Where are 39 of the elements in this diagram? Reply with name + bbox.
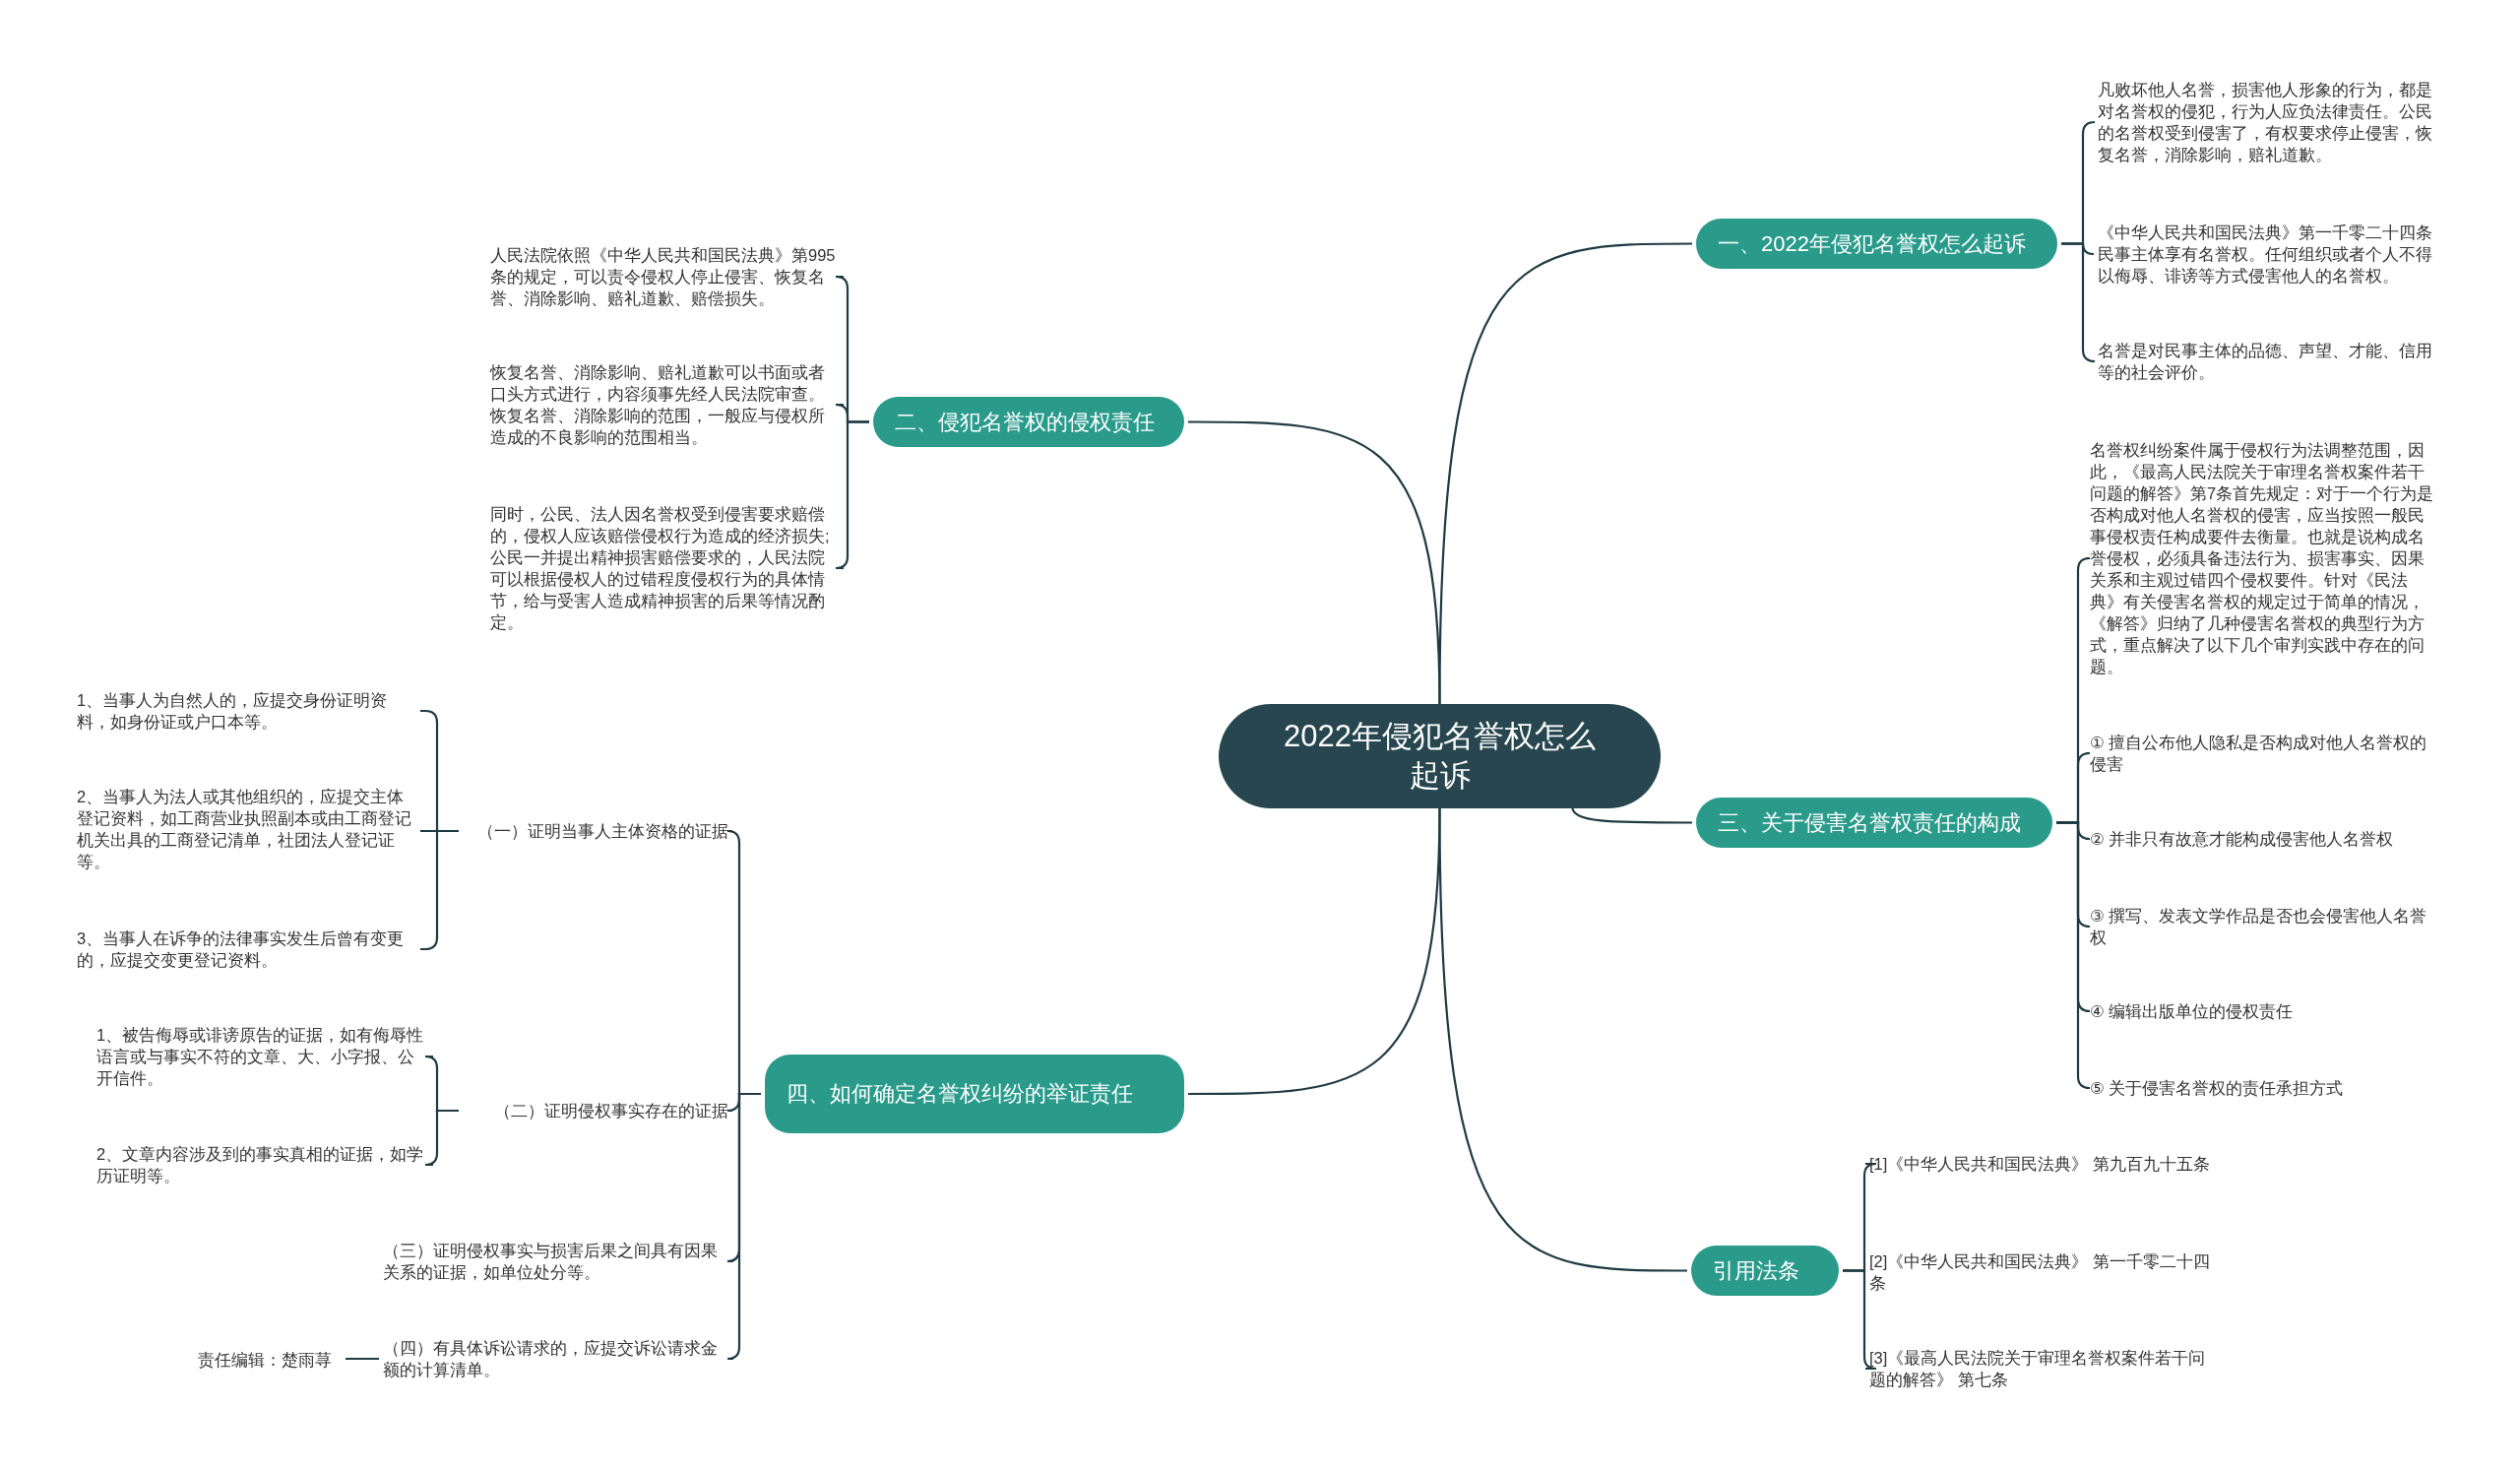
note-text: （四）有具体诉讼请求的，应提交诉讼请求金额的计算清单。: [383, 1337, 729, 1380]
note-text: （三）证明侵权事实与损害后果之间具有因果关系的证据，如单位处分等。: [383, 1240, 729, 1283]
branch-topic: 二、侵犯名誉权的侵权责任: [873, 397, 1184, 447]
note-text: ⑤ 关于侵害名誉权的责任承担方式: [2090, 1077, 2439, 1099]
connector-line: [1188, 420, 1441, 705]
connector-line: [2056, 821, 2092, 1090]
note-text: 1、当事人为自然人的，应提交身份证明资料，如身份证或户口本等。: [77, 689, 416, 733]
connector-line: [346, 1357, 379, 1361]
note-text: ② 并非只有故意才能构成侵害他人名誉权: [2090, 828, 2439, 850]
note-text: 凡败坏他人名誉，损害他人形象的行为，都是对名誉权的侵犯，行为人应负法律责任。公民的名誉权受到侵害了，有权要求停止侵害，恢复名誉，消除影响，赔礼道歉。: [2098, 79, 2447, 165]
note-text: ① 擅自公布他人隐私是否构成对他人名誉权的侵害: [2090, 732, 2439, 775]
note-text: 1、被告侮辱或诽谤原告的证据，如有侮辱性语言或与事实不符的文章、大、小字报、公开信件。: [96, 1024, 429, 1089]
note-text: 同时，公民、法人因名誉权受到侵害要求赔偿的，侵权人应该赔偿侵权行为造成的经济损失;公民一并提出精神损害赔偿要求的，人民法院可以根据侵权人的过错程度侵权行为的具体情节，给与受害人造成精神损害的后果等情况酌定。: [490, 503, 840, 633]
connector-line: [2061, 242, 2097, 363]
note-text: 名誉是对民事主体的品德、声望、才能、信用等的社会评价。: [2098, 340, 2447, 383]
connector-line: [423, 1109, 459, 1167]
connector-line: [725, 1092, 761, 1361]
note-text: 《中华人民共和国民法典》第一千零二十四条民事主体享有名誉权。任何组织或者个人不得以侮辱、诽谤等方式侵害他人的名誉权。: [2098, 222, 2447, 287]
branch-topic: 一、2022年侵犯名誉权怎么起诉: [1696, 219, 2057, 269]
connector-line: [1438, 808, 1687, 1272]
note-text: [1]《中华人民共和国民法典》 第九百九十五条: [1869, 1153, 2219, 1175]
note-text: [3]《最高人民法院关于审理名誉权案件若干问题的解答》 第七条: [1869, 1347, 2219, 1390]
note-text: 责任编辑：楚雨荨: [198, 1349, 342, 1371]
branch-topic: 三、关于侵害名誉权责任的构成: [1696, 798, 2052, 848]
branch-topic: 四、如何确定名誉权纠纷的举证责任: [765, 1055, 1184, 1133]
note-text: 2、当事人为法人或其他组织的，应提交主体登记资料，如工商营业执照副本或由工商登记机关出具的工商登记清单，社团法人登记证等。: [77, 786, 416, 872]
connector-line: [1571, 805, 1692, 824]
note-text: ④ 编辑出版单位的侵权责任: [2090, 1000, 2439, 1022]
note-text: 恢复名誉、消除影响、赔礼道歉可以书面或者口头方式进行，内容须事先经人民法院审查。恢复名誉、消除影响的范围，一般应与侵权所造成的不良影响的范围相当。: [490, 361, 840, 448]
note-text: 2、文章内容涉及到的事实真相的证据，如学历证明等。: [96, 1143, 429, 1186]
note-text: 人民法院依照《中华人民共和国民法典》第995条的规定，可以责令侵权人停止侵害、恢复名誉、消除影响、赔礼道歉、赔偿损失。: [490, 244, 840, 309]
note-text: （二）证明侵权事实存在的证据: [463, 1100, 728, 1121]
central-topic: 2022年侵犯名誉权怎么起诉: [1219, 704, 1661, 808]
branch-topic: 引用法条: [1691, 1246, 1839, 1296]
note-text: （一）证明当事人主体资格的证据: [463, 820, 728, 842]
note-text: 名誉权纠纷案件属于侵权行为法调整范围，因此，《最高人民法院关于审理名誉权案件若干问题的解答》第7条首先规定：对于一个行为是否构成对他人名誉权的侵害，应当按照一般民事侵权责任构成要件去衡量。也就是说构成名誉侵权，必须具备违法行为、损害事实、因果关系和主观过错四个侵权要件。针对《民法典》有关侵害名誉权的规定过于简单的情况，《解答》归纳了几种侵害名誉权的典型行为方式，重点解决了以下几个审判实践中存在的问题。: [2090, 439, 2439, 677]
note-text: [2]《中华人民共和国民法典》 第一千零二十四条: [1869, 1250, 2219, 1294]
note-text: 3、当事人在诉争的法律事实发生后曾有变更的，应提交变更登记资料。: [77, 928, 416, 971]
note-text: ③ 撰写、发表文学作品是否也会侵害他人名誉权: [2090, 905, 2439, 948]
